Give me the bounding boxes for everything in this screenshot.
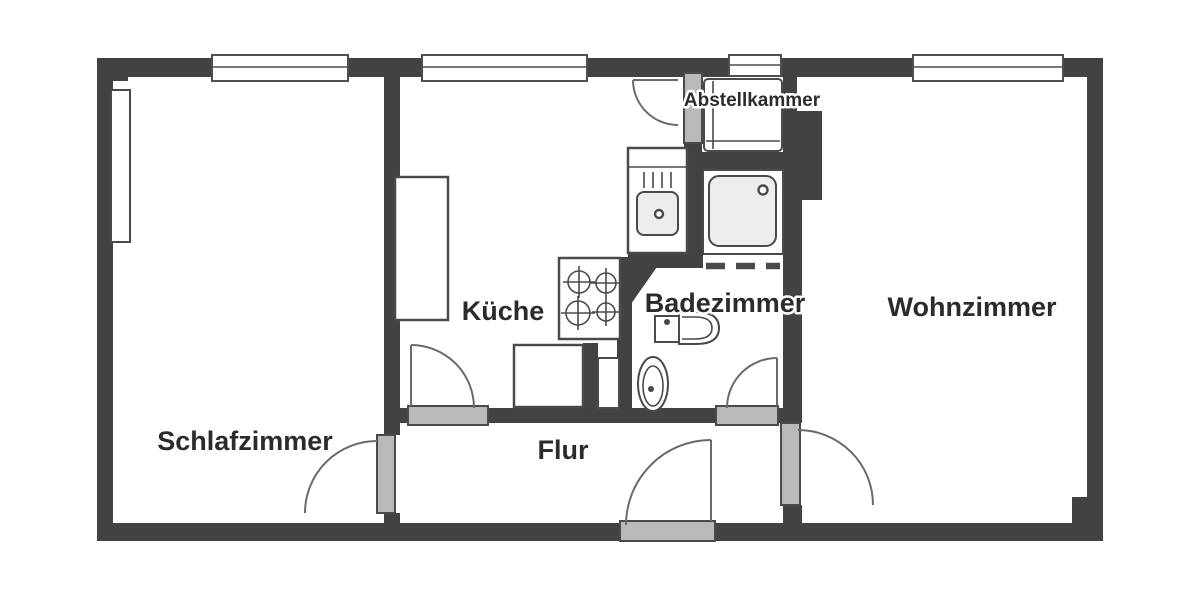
label-kueche: Küche (462, 296, 545, 326)
wall-wohnzimmer-upper (783, 73, 797, 113)
door-abstellkammer (632, 72, 703, 144)
storage-closet (703, 78, 783, 152)
washbasin (654, 311, 721, 345)
door-badezimmer (715, 357, 779, 426)
window-kueche-top (421, 54, 588, 82)
kitchen-counter (512, 343, 585, 409)
label-badezimmer: Badezimmer (645, 288, 806, 318)
wall-schlafzimmer-stub (384, 513, 400, 525)
window-wohnzimmer-top (912, 54, 1064, 82)
kitchen-niche (597, 357, 620, 409)
wall-left (97, 58, 113, 541)
door-kueche (407, 344, 489, 426)
wall-wohnzimmer-left (783, 111, 802, 423)
kitchen-cupboard (393, 175, 450, 322)
wall-abstellkammer-shower (702, 152, 783, 170)
shower (702, 169, 784, 270)
door-wohnzimmer (780, 422, 874, 506)
wall-wohnzimmer-stub (783, 505, 802, 525)
kitchen-sink (626, 146, 689, 255)
wall-kueche-niche-stub (583, 343, 598, 409)
label-wohnzimmer: Wohnzimmer (887, 292, 1057, 322)
wall-schlafzimmer (384, 77, 400, 435)
wall-corner-topleft (97, 58, 128, 81)
burner-icon (561, 266, 621, 330)
wall-abstellkammer-left (684, 143, 702, 255)
windows (110, 54, 1064, 243)
doors (304, 72, 874, 542)
wall-bad-chamfer (631, 264, 659, 304)
door-schlafzimmer (304, 434, 396, 514)
window-schlafzimmer-top (211, 54, 349, 82)
interior-walls (384, 73, 822, 525)
door-entrance (619, 439, 716, 542)
label-abstellkammer: Abstellkammer (684, 90, 821, 111)
radiator-window-left (110, 89, 131, 243)
window-abstellkammer-top (728, 54, 782, 77)
wall-right (1087, 58, 1103, 541)
room-labels: Schlafzimmer Küche Badezimmer Wohnzimmer… (155, 88, 1060, 468)
fixtures (393, 78, 784, 412)
wall-wohnzimmer-pier (802, 111, 822, 200)
wall-corner-bottomright (1072, 497, 1103, 541)
wall-bottom (97, 523, 1103, 541)
label-schlafzimmer: Schlafzimmer (157, 426, 333, 456)
label-flur: Flur (538, 435, 589, 465)
toilet (637, 356, 669, 412)
stove (557, 256, 622, 341)
